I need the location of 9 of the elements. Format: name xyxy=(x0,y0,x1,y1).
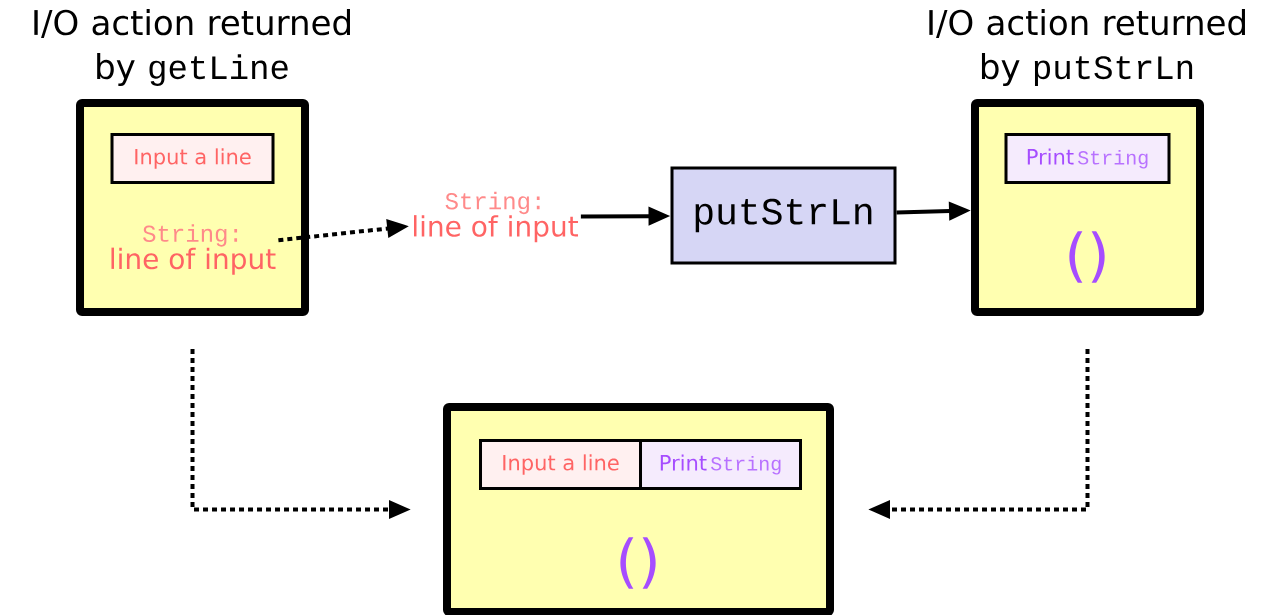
value-label: String: line of input xyxy=(413,191,578,243)
value-label: String: line of input xyxy=(111,224,276,275)
action-step-box: Print String xyxy=(639,439,802,490)
unit-value: () xyxy=(620,537,656,589)
action-step-box: Input a line xyxy=(479,439,642,490)
function-box: putStrLn xyxy=(670,166,897,265)
action-step-box: Input a line xyxy=(110,133,275,184)
heading: I/O action returned by putStrLn xyxy=(929,9,1245,86)
heading: I/O action returned by getLine xyxy=(34,9,350,86)
